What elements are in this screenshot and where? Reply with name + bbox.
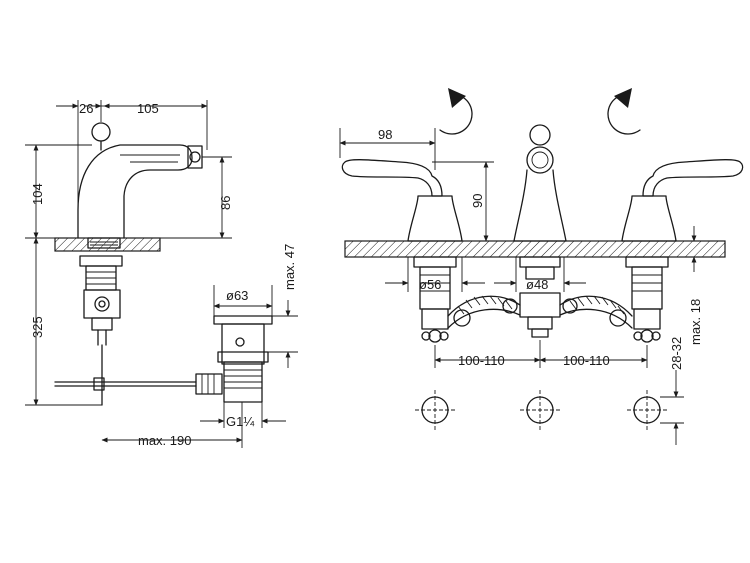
- dim-handle-height: 90: [470, 194, 485, 208]
- aerator-nozzle: [189, 151, 201, 163]
- dim-waste-projection: max. 47: [282, 244, 297, 290]
- three-hole-mixer-view: 98 90 ø56 ø48 100-110 100-110: [339, 88, 744, 445]
- left-handle: [341, 159, 463, 343]
- dim-lever-height: 104: [30, 183, 45, 205]
- left-dimensions: 26 105 104 86 325 ø63: [25, 100, 298, 448]
- dim-spout-height: 86: [218, 196, 233, 210]
- fixing-nut: [79, 255, 123, 267]
- dim-spacing-right: 100-110: [563, 353, 610, 368]
- lever-knob: [91, 122, 111, 142]
- center-spout: [513, 124, 567, 338]
- dim-spout-base-diameter: ø48: [526, 277, 548, 292]
- rotation-counterclockwise-icon: [607, 88, 641, 135]
- dim-waste-diameter: ø63: [226, 288, 248, 303]
- dim-spout-offset: 26: [79, 101, 93, 116]
- dim-handle-reach: 98: [378, 127, 392, 142]
- counter-top-left: [54, 237, 161, 252]
- rotation-clockwise-icon: [439, 88, 473, 135]
- dim-hole-diameter: 28-32: [669, 337, 684, 370]
- connector-block: [83, 289, 121, 319]
- braided-hoses: [447, 295, 633, 329]
- mixer-body: [77, 144, 193, 239]
- dim-handle-base-diameter: ø56: [419, 277, 441, 292]
- right-handle: [621, 159, 744, 343]
- dim-counter-thickness: max. 18: [688, 299, 703, 345]
- dim-spout-reach: 105: [137, 101, 159, 116]
- right-dimensions: 98 90 ø56 ø48 100-110 100-110: [339, 127, 705, 445]
- waste-assembly: [195, 315, 273, 403]
- dim-below-counter: 325: [30, 316, 45, 338]
- dim-spacing-left: 100-110: [458, 353, 505, 368]
- dim-rod-length: max. 190: [138, 433, 191, 448]
- center-mark-icon: [415, 390, 667, 430]
- dim-waste-thread: G1¼: [226, 414, 254, 429]
- single-mixer-view: 26 105 104 86 325 ø63: [25, 100, 298, 448]
- counter-top-right: [344, 240, 726, 258]
